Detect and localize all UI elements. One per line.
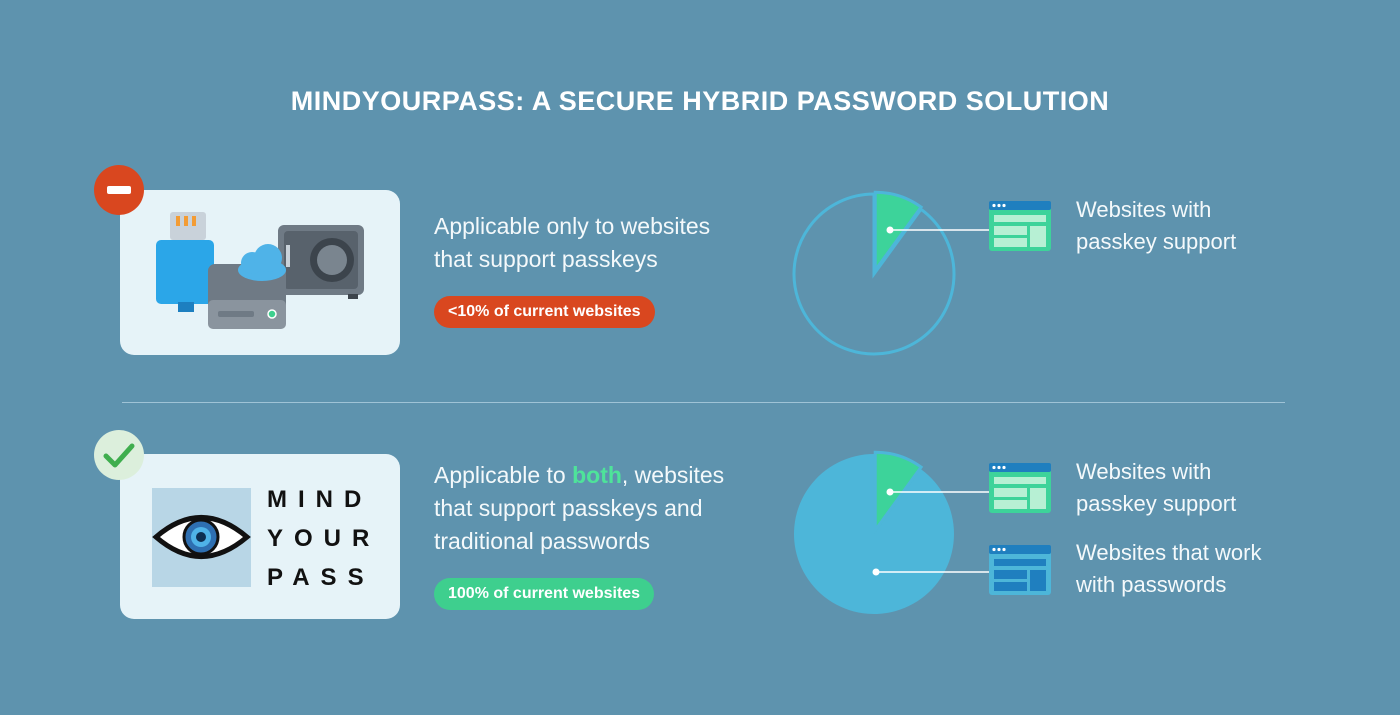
description-line: that support passkeys — [434, 246, 658, 272]
hardware-keys-card — [120, 190, 400, 355]
pie-chart-hybrid — [794, 450, 954, 614]
logo-word: MIND — [267, 486, 373, 513]
hard-drive-icon — [208, 264, 286, 329]
pie-slice-passkeys — [873, 450, 924, 535]
legend-line: Websites with — [1076, 459, 1212, 484]
description-hybrid: Applicable to both, websites that suppor… — [434, 459, 724, 558]
pie-chart-passkeys-only — [792, 190, 956, 356]
browser-window-icon — [989, 201, 1051, 251]
legend-connector — [872, 568, 990, 576]
legend-line: Websites that work — [1076, 540, 1262, 565]
browser-window-icon — [989, 463, 1051, 513]
legend-connector — [886, 488, 990, 496]
safe-icon — [278, 225, 364, 299]
browser-window-icon — [989, 545, 1051, 595]
usb-key-icon — [156, 212, 214, 312]
check-icon — [94, 430, 144, 480]
legend-line: passkey support — [1076, 491, 1237, 516]
description-line: traditional passwords — [434, 528, 651, 554]
cloud-icon — [238, 244, 286, 281]
description-line: Applicable only to websites — [434, 213, 711, 239]
badge-passkey-coverage: <10% of current websites — [434, 296, 655, 328]
logo-word: YOUR — [267, 525, 381, 552]
legend-connector — [886, 226, 990, 234]
section-divider — [122, 402, 1285, 403]
mindyourpass-card: MIND YOUR PASS — [120, 454, 400, 619]
badge-hybrid-coverage: 100% of current websites — [434, 578, 655, 610]
description-text: Applicable to — [434, 462, 573, 488]
description-passkeys-only: Applicable only to websites that support… — [434, 210, 710, 276]
page-title: MINDYOURPASS: A SECURE HYBRID PASSWORD S… — [290, 86, 1110, 116]
description-line: that support passkeys and — [434, 495, 703, 521]
description-text: , websites — [621, 462, 725, 488]
highlight-word: both — [572, 462, 622, 488]
eye-icon — [152, 515, 251, 559]
minus-icon — [94, 165, 144, 215]
legend-password-label: Websites that work with passwords — [1076, 537, 1261, 601]
legend-passkey-label: Websites with passkey support — [1076, 194, 1236, 258]
hardware-devices-illustration — [156, 212, 364, 329]
pie-slice-passwords — [792, 192, 956, 356]
logo-word: PASS — [267, 564, 375, 591]
legend-passkey-label: Websites with passkey support — [1076, 456, 1236, 520]
eye-logo-box — [152, 488, 251, 587]
legend-line: Websites with — [1076, 197, 1212, 222]
description-line: Applicable to both, websites — [434, 459, 724, 492]
pie-slice-passkeys — [873, 190, 924, 275]
legend-line: passkey support — [1076, 229, 1237, 254]
legend-line: with passwords — [1076, 572, 1227, 597]
